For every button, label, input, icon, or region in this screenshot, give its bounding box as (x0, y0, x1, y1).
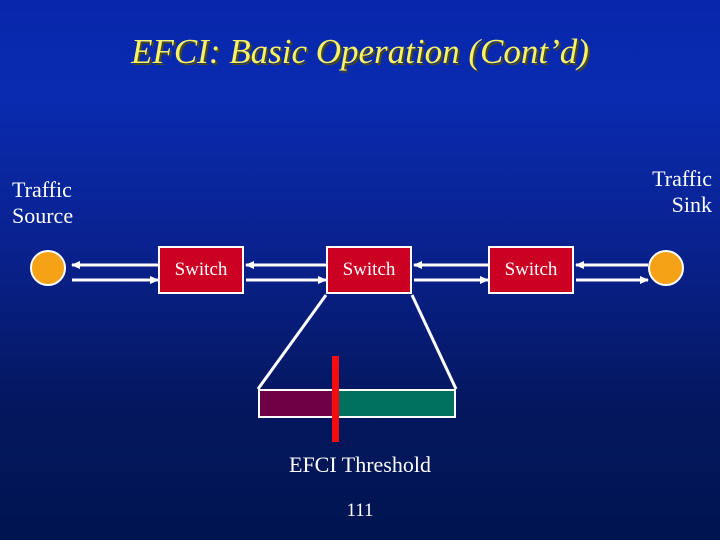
link-switch2-switch3 (413, 261, 489, 284)
switch-node-2[interactable]: Switch (326, 246, 412, 294)
traffic-source-label: Traffic Source (12, 177, 74, 228)
queue-filled-segment (260, 391, 332, 416)
traffic-sink-label: Traffic Sink (652, 166, 712, 217)
traffic-source-node[interactable] (30, 250, 66, 286)
link-switch1-switch2 (245, 261, 327, 284)
link-source-switch1 (71, 261, 159, 284)
traffic-sink-node[interactable] (648, 250, 684, 286)
queue-callout-lines (256, 294, 458, 390)
slide-page-number: 111 (346, 500, 374, 521)
switch-node-3[interactable]: Switch (488, 246, 574, 294)
link-switch3-sink (575, 261, 649, 284)
queue-occupancy-bar (258, 389, 456, 418)
page-title: EFCI: Basic Operation (Cont’d) (131, 32, 589, 71)
efci-threshold-marker (332, 356, 339, 442)
queue-empty-segment (331, 391, 454, 416)
efci-threshold-caption: EFCI Threshold (289, 452, 431, 477)
switch-node-1[interactable]: Switch (158, 246, 244, 294)
